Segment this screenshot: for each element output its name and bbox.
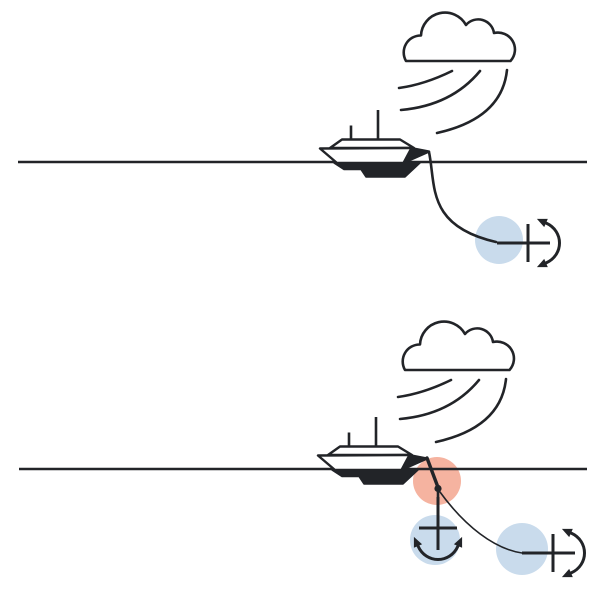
highlight-circle-anchor bbox=[475, 216, 523, 264]
highlight-circle-dragging-anchor bbox=[496, 523, 548, 575]
stern-rode-stub bbox=[425, 456, 440, 488]
anchor-rode-curve bbox=[427, 150, 498, 244]
highlight-circle-hanging-anchor bbox=[410, 515, 460, 565]
scene-1 bbox=[18, 11, 587, 269]
taut-rode-curve bbox=[437, 489, 523, 554]
rode-attachment-dot bbox=[434, 484, 442, 493]
scene-2 bbox=[19, 320, 587, 579]
ink-layer bbox=[18, 11, 587, 579]
